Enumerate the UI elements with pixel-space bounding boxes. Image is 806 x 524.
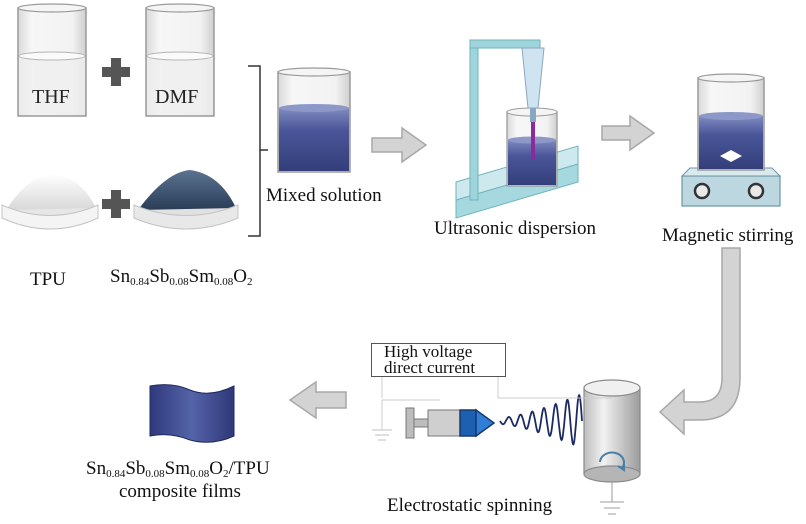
arrow-right-icon bbox=[371, 126, 428, 164]
ultrasonic-apparatus bbox=[455, 39, 579, 219]
formula-sub-sb: 0.08 bbox=[169, 276, 189, 288]
composite-film bbox=[149, 384, 235, 443]
formula-el-sn: Sn bbox=[110, 266, 131, 287]
syringe-icon bbox=[372, 399, 496, 441]
dmf-label: DMF bbox=[155, 86, 199, 108]
magnetic-stirrer bbox=[680, 73, 782, 207]
formula-sub-sm: 0.08 bbox=[214, 276, 234, 288]
composite-formula-label: Sn0.84Sb0.08Sm0.08O2/TPU bbox=[86, 458, 270, 480]
collector-drum bbox=[583, 379, 641, 515]
plus-icon bbox=[102, 58, 130, 86]
electrostatic-spinning-label: Electrostatic spinning bbox=[387, 495, 553, 516]
formula-el-o: O bbox=[209, 458, 223, 479]
formula-sub-o: 2 bbox=[223, 468, 229, 480]
dmf-beaker bbox=[145, 3, 215, 117]
plus-icon bbox=[102, 190, 130, 218]
composite-films-label: composite films bbox=[119, 481, 241, 502]
hv-wire bbox=[381, 377, 612, 399]
mixed-solution-label: Mixed solution bbox=[266, 185, 382, 206]
hv-line1: High voltage bbox=[384, 342, 473, 361]
pipe-arrow-icon bbox=[658, 247, 741, 436]
formula-el-sb: Sb bbox=[125, 458, 146, 479]
arrow-left-icon bbox=[288, 380, 347, 420]
arrow-right-icon bbox=[601, 114, 656, 152]
thf-label: THF bbox=[32, 86, 70, 108]
hv-line2: direct current bbox=[384, 358, 476, 377]
formula-sub-sn: 0.84 bbox=[106, 468, 126, 480]
tpu-label: TPU bbox=[30, 269, 66, 290]
formula-el-o: O bbox=[233, 266, 247, 287]
formula-sub-sn: 0.84 bbox=[130, 276, 150, 288]
ultrasonic-dispersion-label: Ultrasonic dispersion bbox=[434, 218, 597, 239]
formula-label: Sn0.84Sb0.08Sm0.08O2 bbox=[110, 266, 253, 288]
grouping-bracket bbox=[248, 65, 268, 237]
formula-sub-o: 2 bbox=[247, 276, 253, 288]
ato-powder-dish bbox=[133, 170, 239, 230]
formula-el-sm: Sm bbox=[164, 458, 191, 479]
formula-sub-sb: 0.08 bbox=[145, 468, 165, 480]
thf-beaker bbox=[17, 3, 87, 117]
fiber-jet bbox=[499, 393, 583, 446]
formula-el-sb: Sb bbox=[149, 266, 170, 287]
formula-sub-sm: 0.08 bbox=[190, 468, 210, 480]
formula-el-sn: Sn bbox=[86, 458, 107, 479]
mixed-solution-beaker bbox=[277, 67, 351, 173]
tpu-suffix: /TPU bbox=[228, 458, 270, 479]
magnetic-stirring-label: Magnetic stirring bbox=[662, 225, 794, 246]
formula-el-sm: Sm bbox=[188, 266, 215, 287]
tpu-powder-dish bbox=[1, 174, 99, 230]
high-voltage-box: High voltage direct current bbox=[371, 343, 506, 377]
